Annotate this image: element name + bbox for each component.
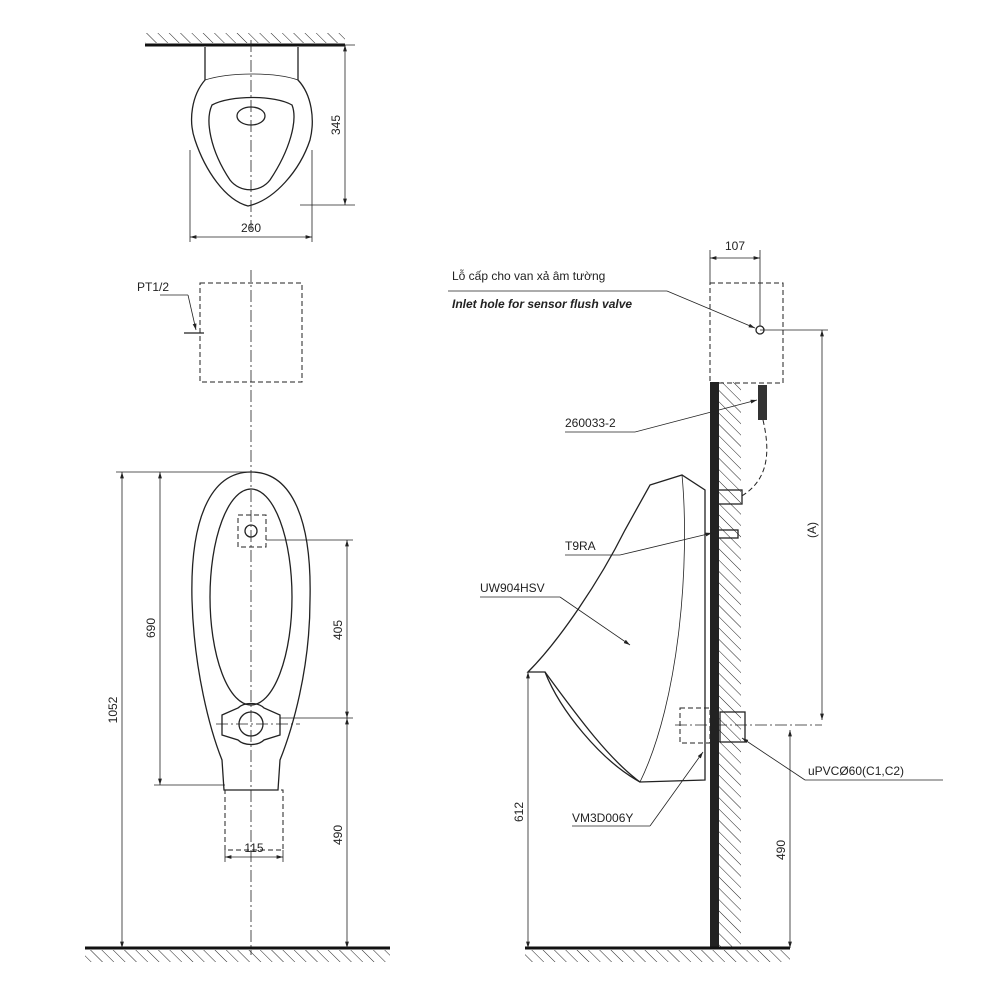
top-view: 345 260 — [145, 33, 355, 242]
inlet-label-vi: Lỗ cấp cho van xả âm tường — [452, 268, 605, 283]
wall-hatch — [719, 382, 741, 948]
supply-pipe — [758, 385, 767, 420]
sensor-side — [711, 529, 739, 539]
dim-sensor-to-outlet: 405 — [331, 620, 345, 640]
flush-valve — [711, 489, 743, 505]
inlet-label: PT1/2 — [137, 280, 169, 294]
bowl-opening — [209, 488, 293, 706]
bowl-inner — [208, 96, 295, 191]
inlet-label-en: Inlet hole for sensor flush valve — [452, 297, 632, 311]
sensor-outline — [237, 514, 267, 548]
dim-drain-height: 490 — [774, 840, 788, 860]
bowl-outline — [190, 47, 313, 207]
dim-rim-height: 612 — [512, 802, 526, 822]
side-view: 107 Lỗ cấp cho van xả âm tường Inlet hol… — [448, 239, 943, 962]
part-urinal-label: UW904HSV — [480, 581, 545, 595]
drain-pipe — [224, 789, 284, 851]
dim-total-height: 1052 — [106, 696, 120, 723]
part-sensor-label: T9RA — [565, 539, 596, 553]
wall — [710, 382, 719, 948]
dim-width: 260 — [241, 221, 261, 235]
trap-outline — [679, 707, 711, 744]
ceiling-hatch — [145, 33, 345, 43]
front-view: PT1/2 1052 690 405 490 115 — [85, 270, 390, 962]
dim-a: (A) — [805, 522, 819, 538]
dim-inlet-offset: 107 — [725, 239, 745, 253]
part-drain-label: uPVCØ60(C1,C2) — [808, 764, 904, 778]
dim-depth: 345 — [329, 115, 343, 135]
part-pipe-label: 260033-2 — [565, 416, 616, 430]
part-trap-label: VM3D006Y — [572, 811, 633, 825]
drain-fitting — [719, 711, 746, 743]
dim-bowl-height: 690 — [144, 618, 158, 638]
dim-outlet-width: 115 — [244, 841, 263, 855]
valve-box-side — [709, 282, 784, 384]
outlet-flange — [221, 702, 281, 746]
dim-outlet-height: 490 — [331, 825, 345, 845]
urinal-side-profile — [526, 474, 706, 783]
